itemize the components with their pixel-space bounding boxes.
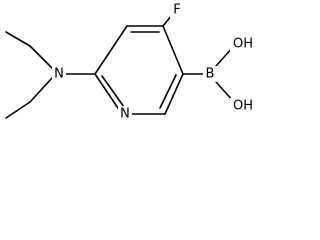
atom-hydroxyl-bottom: OH <box>233 99 253 114</box>
bond-ring-n1-c6-inner <box>101 75 125 108</box>
atom-ring-nitrogen: N <box>120 107 130 122</box>
bond-ethyl-top-ch3-ch2 <box>5 31 31 47</box>
atom-fluorine: F <box>173 3 180 18</box>
atom-amine-nitrogen: N <box>54 67 64 82</box>
bond-ring-c6-c5 <box>94 25 128 75</box>
bond-ring-c4-c3 <box>162 25 184 75</box>
bond-ring-c3-c2 <box>164 73 184 115</box>
bonds <box>5 9 235 119</box>
chemical-structure-diagram: F N N B OH OH <box>5 2 256 122</box>
atom-labels: F N N B OH OH <box>52 2 256 122</box>
bond-ring-c3-c2-inner <box>159 74 177 109</box>
atom-hydroxyl-top: OH <box>233 37 253 52</box>
atom-boron: B <box>206 67 215 82</box>
bond-ethyl-top-ch2-n <box>29 45 53 69</box>
bond-ring-c6-n1 <box>94 73 123 115</box>
bond-ethyl-bottom-n-ch2 <box>29 77 53 103</box>
bond-ethyl-bottom-ch2-ch3 <box>5 101 31 119</box>
